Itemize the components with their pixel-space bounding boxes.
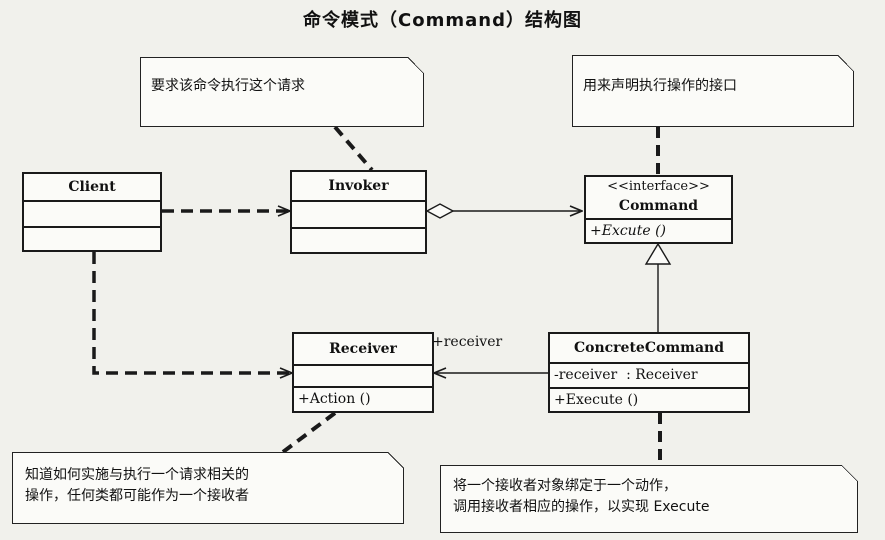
command-stereotype: <<interface>> — [607, 179, 710, 194]
receiver-operation: +Action () — [294, 386, 432, 411]
invoker-class: Invoker — [290, 170, 427, 254]
invoker-note-anchor — [333, 125, 374, 172]
client-receiver-dependency — [92, 252, 292, 373]
concrete-command-operation: +Execute () — [550, 387, 748, 411]
receiver-note: 知道如何实施与执行一个请求相关的 操作，任何类都可能作为一个接收者 — [12, 452, 404, 524]
invoker-note: 要求该命令执行这个请求 — [140, 57, 424, 127]
note-fold-icon — [842, 465, 858, 481]
receiver-note-line1: 知道如何实施与执行一个请求相关的 — [25, 467, 249, 483]
concrete-command-name: ConcreteCommand — [574, 340, 724, 356]
client-operations — [24, 226, 160, 250]
client-class: Client — [22, 172, 162, 252]
diagram-title: 命令模式（Command）结构图 — [303, 10, 582, 31]
note-fold-icon — [388, 452, 404, 468]
invoker-attributes — [292, 200, 425, 227]
note-fold-icon — [408, 57, 424, 73]
receiver-note-anchor — [273, 411, 337, 460]
concrete-command-class: ConcreteCommand -receiver : Receiver +Ex… — [548, 332, 750, 413]
receiver-name: Receiver — [329, 341, 397, 357]
client-name: Client — [68, 179, 116, 195]
receiver-attributes — [294, 364, 432, 386]
aggregation-diamond — [425, 203, 455, 219]
command-note: 用来声明执行操作的接口 — [572, 55, 854, 127]
concrete-command-note: 将一个接收者对象绑定于一个动作， 调用接收者相应的操作，以实现 Execute — [440, 465, 858, 533]
realization-triangle — [644, 242, 672, 265]
invoker-operations — [292, 227, 425, 252]
command-operation: +Excute () — [586, 218, 731, 242]
command-interface: <<interface>> Command +Excute () — [584, 175, 733, 244]
invoker-note-text: 要求该命令执行这个请求 — [151, 78, 305, 94]
client-attributes — [24, 200, 160, 226]
concrete-note-line1: 将一个接收者对象绑定于一个动作， — [453, 478, 677, 494]
invoker-name: Invoker — [328, 178, 389, 194]
receiver-class: Receiver +Action () — [292, 332, 434, 413]
concrete-note-line2: 调用接收者相应的操作，以实现 Execute — [453, 499, 710, 515]
command-note-text: 用来声明执行操作的接口 — [583, 78, 737, 94]
concrete-command-attribute: -receiver : Receiver — [550, 362, 748, 387]
command-name: Command — [618, 198, 699, 214]
receiver-note-line2: 操作，任何类都可能作为一个接收者 — [25, 488, 249, 504]
association-role-label: +receiver — [432, 334, 503, 350]
note-fold-icon — [838, 55, 854, 71]
